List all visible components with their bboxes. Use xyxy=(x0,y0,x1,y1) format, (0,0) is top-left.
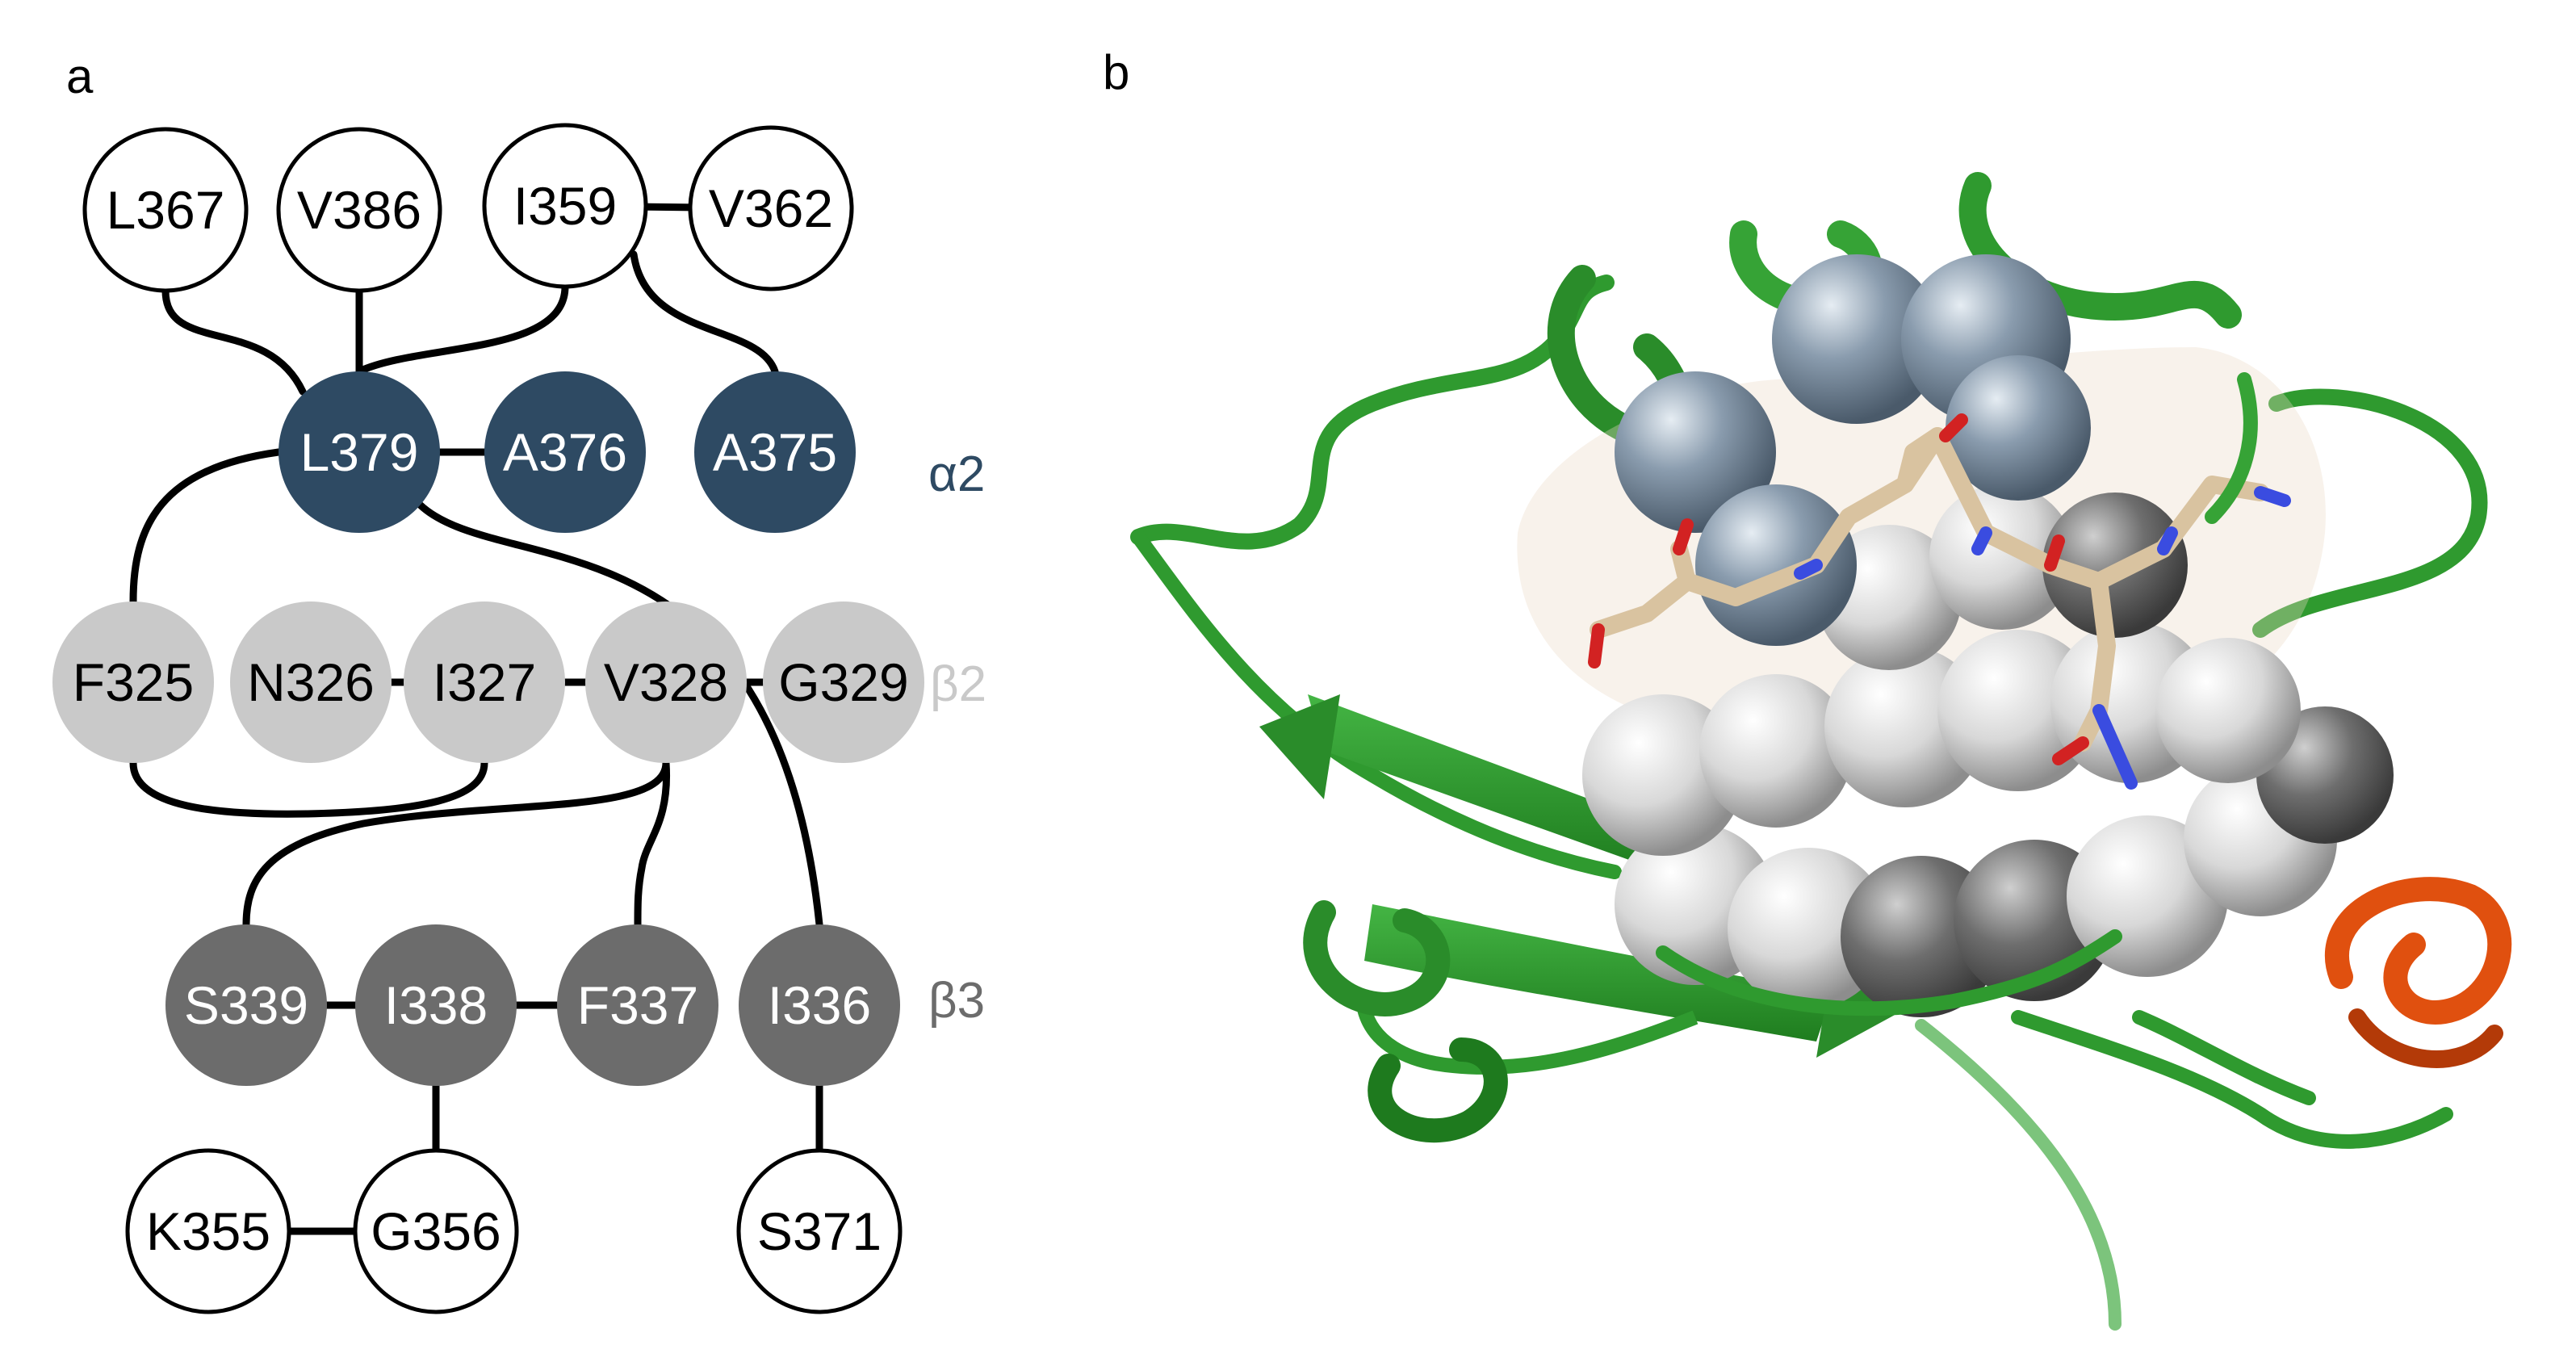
node-g356: G356 xyxy=(353,1148,519,1314)
node-i338: I338 xyxy=(355,924,517,1086)
node-label: F337 xyxy=(577,975,698,1035)
node-k355: K355 xyxy=(125,1148,291,1314)
node-circle xyxy=(482,123,648,289)
node-label: L367 xyxy=(107,180,225,240)
node-circle xyxy=(688,125,854,291)
node-circle xyxy=(279,371,440,533)
node-circle xyxy=(739,924,900,1086)
node-label: I327 xyxy=(433,652,536,712)
panel-b-structure: b xyxy=(1103,45,2512,1331)
node-f337: F337 xyxy=(557,924,718,1086)
node-circle xyxy=(736,1148,903,1314)
node-circle xyxy=(52,601,214,763)
edge-i359-l379 xyxy=(355,283,569,375)
node-circle xyxy=(484,371,646,533)
node-g329: G329 xyxy=(763,601,924,763)
node-circle xyxy=(404,601,565,763)
node-label: F325 xyxy=(73,652,194,712)
node-circle xyxy=(763,601,924,763)
node-s371: S371 xyxy=(736,1148,903,1314)
node-i359: I359 xyxy=(482,123,648,289)
edge-v328-f337 xyxy=(634,759,671,928)
node-l367: L367 xyxy=(82,127,249,293)
node-label: V328 xyxy=(604,652,728,712)
panel-a-letter: a xyxy=(66,49,94,103)
node-v362: V362 xyxy=(688,125,854,291)
node-l379: L379 xyxy=(279,371,440,533)
node-v386: V386 xyxy=(276,127,442,293)
node-label: G356 xyxy=(371,1201,501,1261)
node-i327: I327 xyxy=(404,601,565,763)
node-label: A376 xyxy=(503,422,627,482)
orange-helix xyxy=(2324,877,2512,1068)
node-label: S371 xyxy=(757,1201,882,1261)
node-circle xyxy=(82,127,249,293)
node-s339: S339 xyxy=(165,924,327,1086)
edge-v328-s339 xyxy=(242,759,670,928)
node-circle xyxy=(353,1148,519,1314)
helix-bottom-left xyxy=(1303,900,1508,1143)
node-label: V362 xyxy=(709,178,833,238)
node-label: K355 xyxy=(146,1201,270,1261)
node-circle xyxy=(276,127,442,293)
node-label: N326 xyxy=(247,652,375,712)
protein-ribbon-front xyxy=(1656,372,2316,1105)
group-label-alpha2: α2 xyxy=(928,446,985,502)
node-label: G329 xyxy=(778,652,908,712)
node-circle xyxy=(557,924,718,1086)
node-label: V386 xyxy=(297,180,421,240)
edge-l367-l379 xyxy=(161,287,307,396)
node-a375: A375 xyxy=(694,371,856,533)
node-circle xyxy=(694,371,856,533)
group-label-beta3: β3 xyxy=(928,973,985,1029)
node-label: I336 xyxy=(768,975,871,1035)
group-label-beta2: β2 xyxy=(930,656,986,712)
node-circle xyxy=(230,601,392,763)
node-f325: F325 xyxy=(52,601,214,763)
node-circle xyxy=(585,601,747,763)
node-label: A375 xyxy=(713,422,837,482)
node-v328: V328 xyxy=(585,601,747,763)
node-n326: N326 xyxy=(230,601,392,763)
node-label: I338 xyxy=(384,975,488,1035)
panel-b-letter: b xyxy=(1103,45,1129,99)
edge-i359-a375 xyxy=(630,250,779,375)
edge-l379-f325 xyxy=(129,448,283,606)
node-a376: A376 xyxy=(484,371,646,533)
ligand-sticks xyxy=(1588,413,2291,790)
edge-l379-i336 xyxy=(416,501,823,928)
node-label: S339 xyxy=(184,975,308,1035)
node-label: L379 xyxy=(300,422,419,482)
edge-f325-i327 xyxy=(129,759,488,818)
node-circle xyxy=(355,924,517,1086)
node-label: I359 xyxy=(513,176,617,236)
node-circle xyxy=(165,924,327,1086)
node-i336: I336 xyxy=(739,924,900,1086)
node-circle xyxy=(125,1148,291,1314)
